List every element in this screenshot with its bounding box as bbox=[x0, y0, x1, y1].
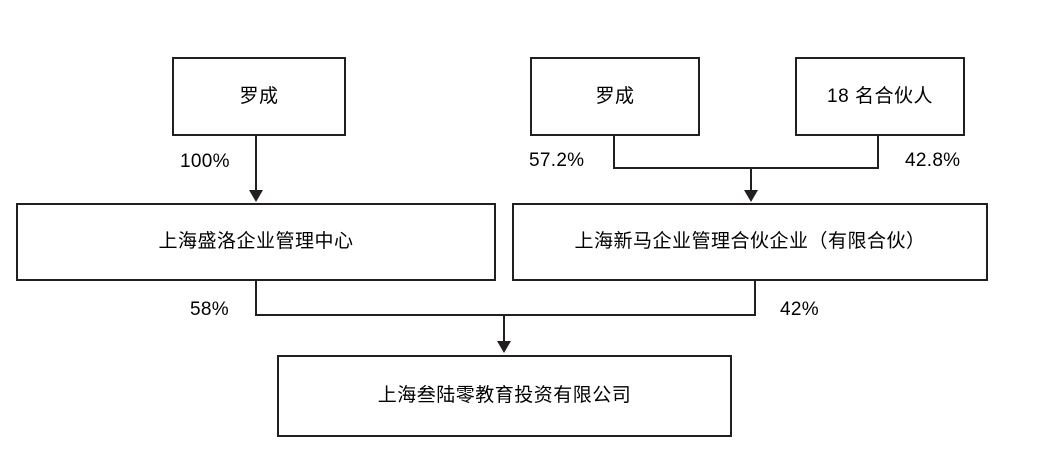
edge-luocheng-left-to-shengluo-line bbox=[255, 136, 257, 191]
arrowhead-into-sanluling-icon bbox=[497, 341, 511, 353]
edge-label-42-percent: 42% bbox=[780, 299, 819, 320]
node-shanghai-xinma[interactable]: 上海新马企业管理合伙企业（有限合伙） bbox=[512, 203, 988, 281]
edge-xinma-merge-bus bbox=[613, 167, 879, 169]
edge-xinma-drop-line bbox=[754, 281, 756, 316]
edge-into-sanluling-line bbox=[503, 314, 505, 344]
edge-partners-drop-line bbox=[877, 136, 879, 169]
edge-label-42-8-percent: 42.8% bbox=[905, 150, 961, 171]
arrowhead-into-shengluo-icon bbox=[249, 190, 263, 202]
edge-label-57-2-percent: 57.2% bbox=[529, 150, 585, 171]
edge-label-58-percent: 58% bbox=[190, 299, 229, 320]
node-partners[interactable]: 18 名合伙人 bbox=[795, 57, 965, 136]
node-shanghai-sanluling[interactable]: 上海叁陆零教育投资有限公司 bbox=[277, 355, 732, 437]
edge-into-xinma-line bbox=[750, 167, 752, 192]
edge-label-100-percent: 100% bbox=[180, 151, 230, 172]
arrowhead-into-xinma-icon bbox=[744, 190, 758, 202]
edge-sanluling-merge-bus bbox=[255, 314, 756, 316]
node-shanghai-shengluo[interactable]: 上海盛洛企业管理中心 bbox=[16, 203, 496, 281]
edge-shengluo-drop-line bbox=[255, 281, 257, 316]
node-luocheng-right[interactable]: 罗成 bbox=[530, 57, 700, 136]
node-luocheng-left[interactable]: 罗成 bbox=[172, 57, 346, 136]
edge-luocheng-right-drop-line bbox=[613, 136, 615, 169]
